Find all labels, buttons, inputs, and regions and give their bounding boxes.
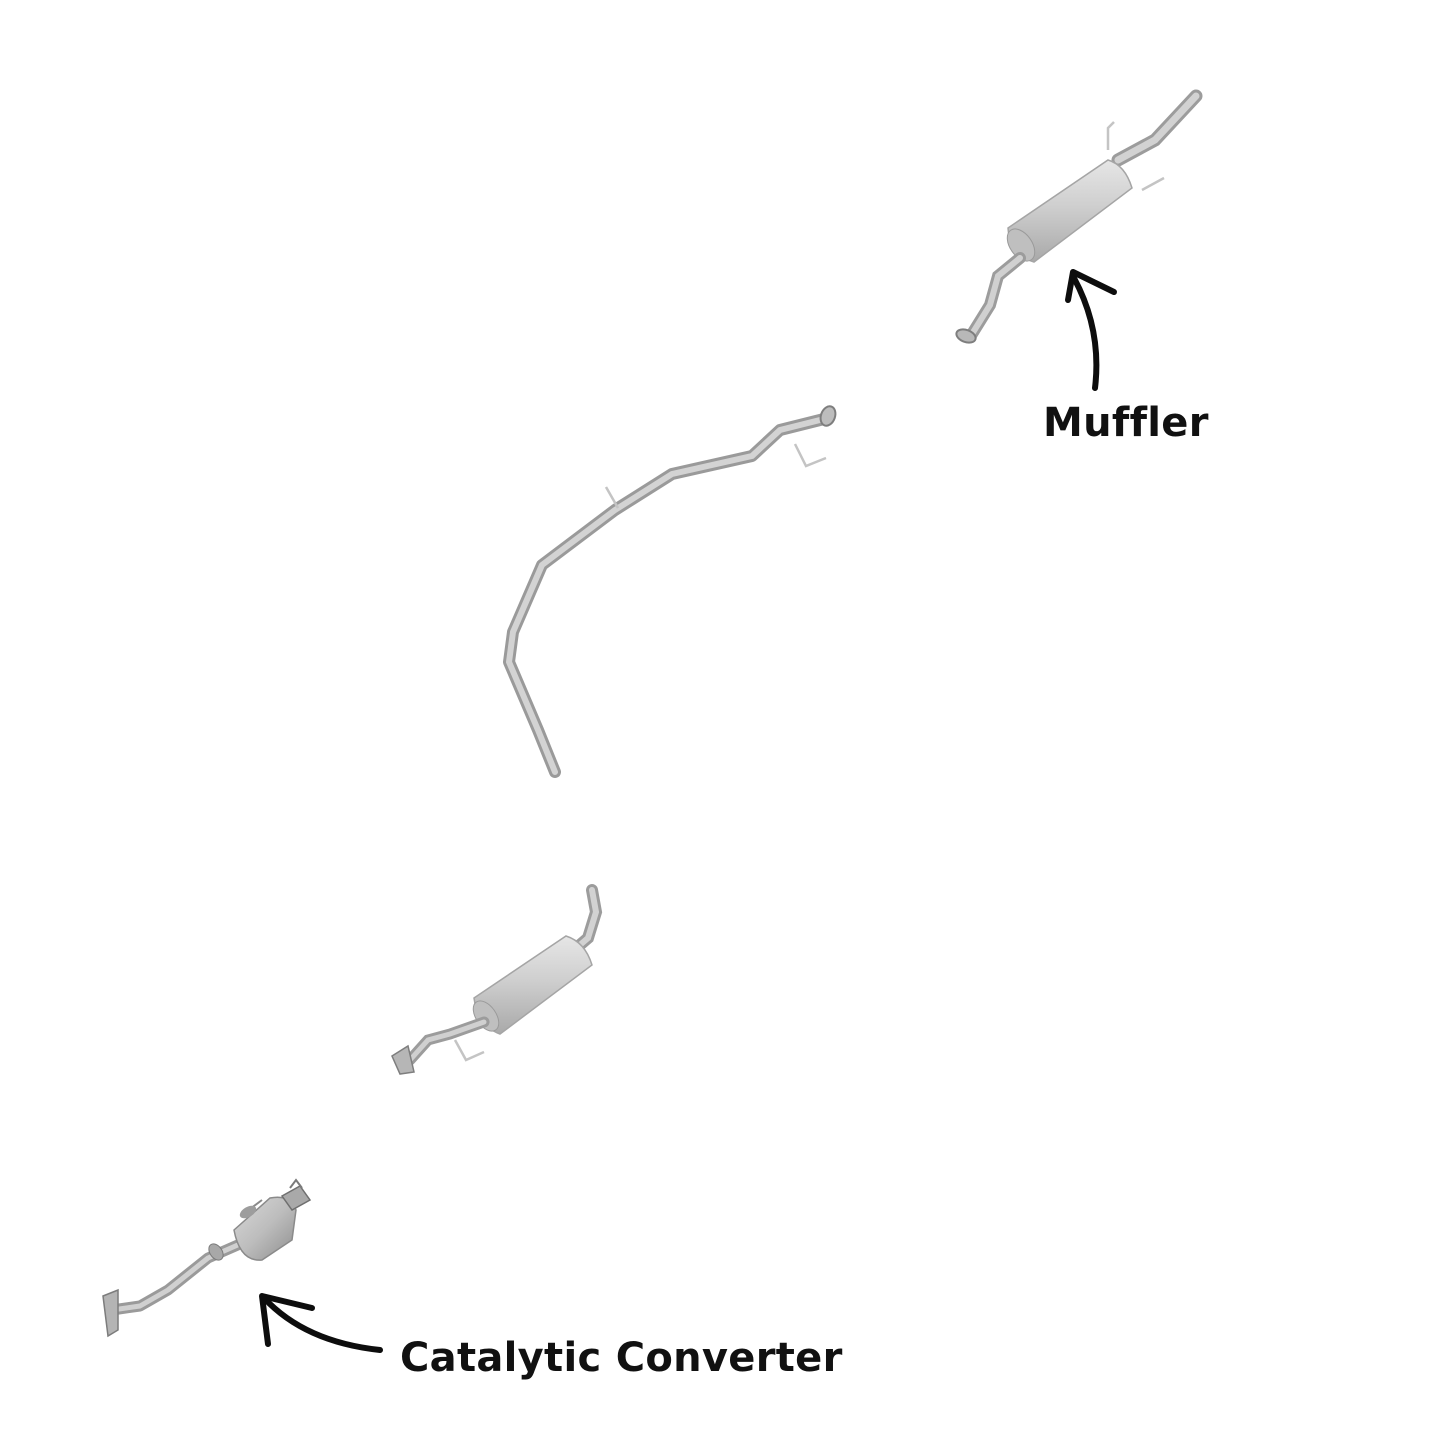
muffler-label: Muffler [1043, 400, 1209, 446]
rear-muffler-section [955, 89, 1203, 344]
catalytic-converter-icon [233, 1196, 297, 1261]
resonator-icon [472, 935, 593, 1035]
catalytic-converter-section [102, 1178, 312, 1338]
resonator-section [391, 884, 603, 1075]
intermediate-pipe-section [503, 405, 837, 778]
catalytic-converter-label: Catalytic Converter [400, 1335, 843, 1381]
pipe-icon [503, 412, 834, 778]
muffler-arrow-icon [1065, 269, 1117, 391]
catalytic-converter-arrow-icon [259, 1293, 383, 1353]
muffler-icon [1006, 159, 1133, 263]
